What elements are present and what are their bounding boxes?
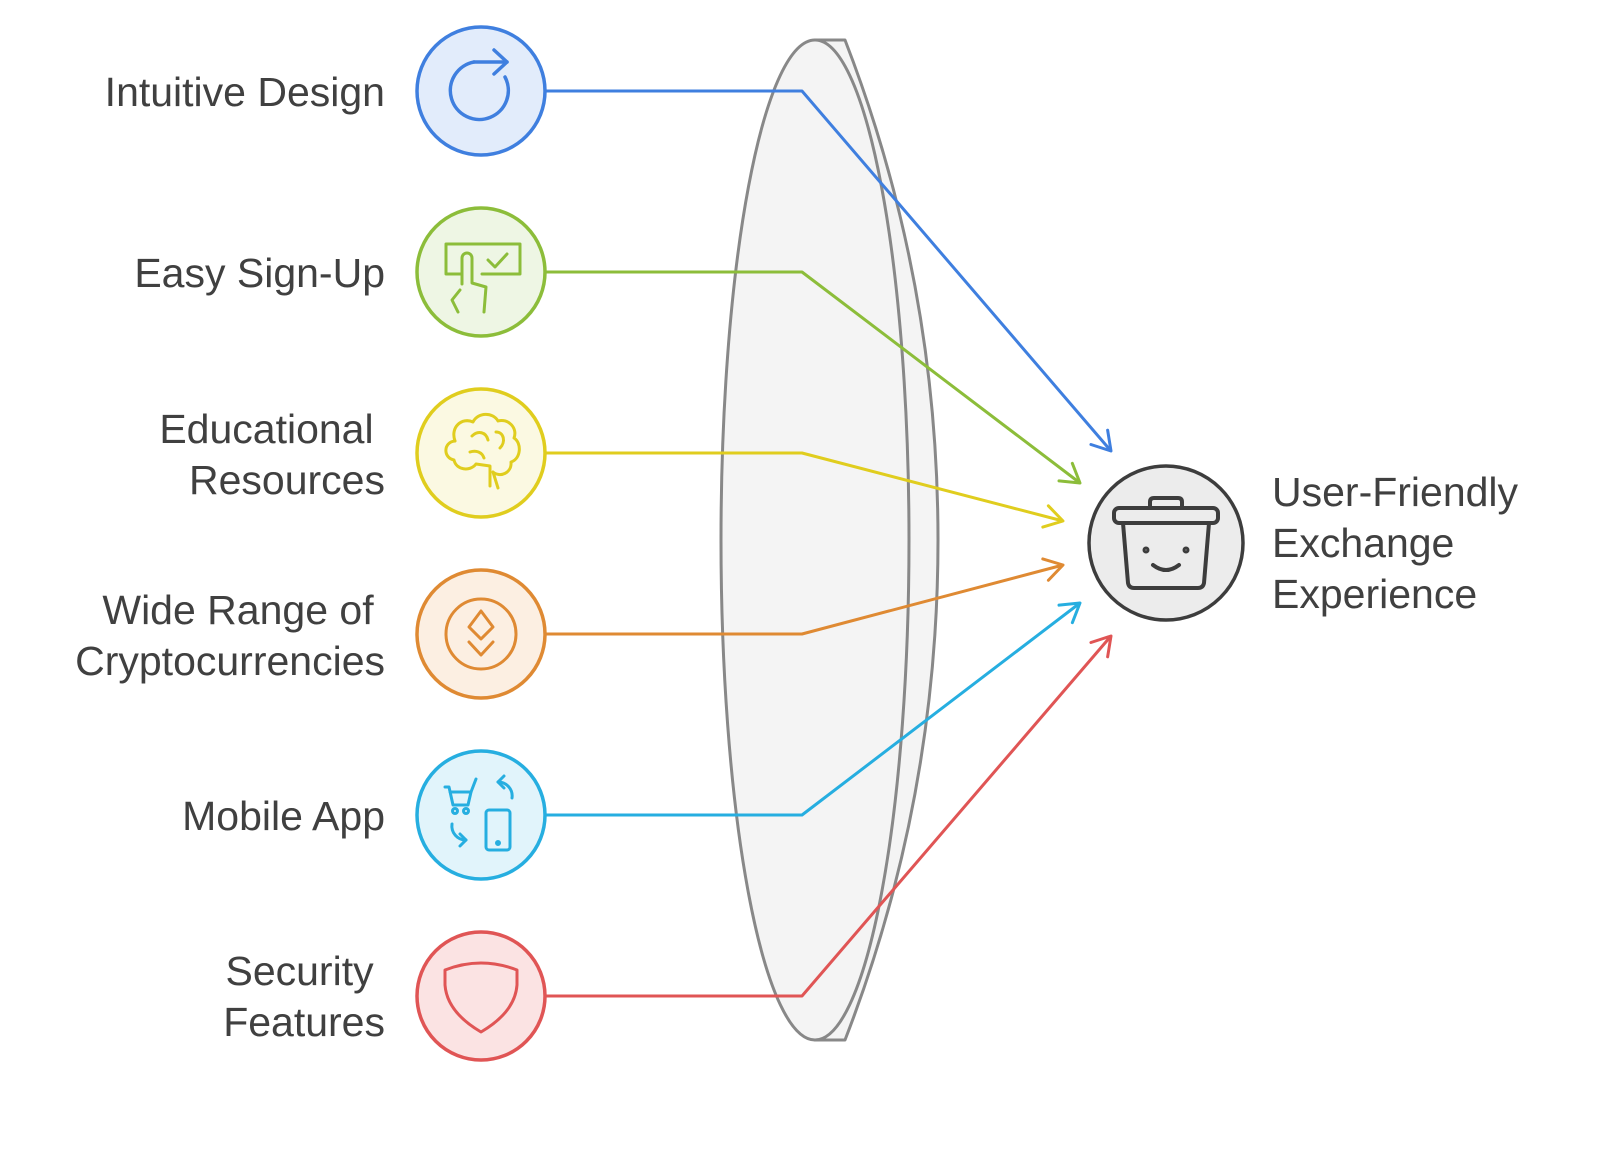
arrowhead: [1057, 601, 1082, 625]
ethereum-coin-icon: [444, 597, 518, 671]
label-educational-resources: Educational Resources: [159, 406, 385, 503]
arrowhead: [1057, 461, 1082, 485]
connector-line: [545, 601, 1081, 817]
connector-line: [545, 270, 1081, 485]
lens-disc: [719, 38, 940, 1042]
connector-group: [545, 89, 1113, 998]
lens-front-face: [719, 38, 911, 1042]
connector-line: [545, 563, 1064, 636]
output-circle: [1087, 464, 1245, 622]
label-user-friendly-exchange-experience: User-Friendly Exchange Experience: [1272, 469, 1529, 617]
node-educational-resources[interactable]: Educational Resources: [159, 387, 547, 519]
arrowhead: [1089, 634, 1113, 659]
arrowhead: [1089, 428, 1113, 453]
node-easy-sign-up[interactable]: Easy Sign-Up: [134, 206, 547, 338]
arrowhead: [1041, 504, 1065, 529]
refresh-icon: [448, 48, 511, 122]
node-mobile-app[interactable]: Mobile App: [182, 749, 547, 881]
node-user-friendly-exchange-experience[interactable]: User-Friendly Exchange Experience: [1087, 464, 1529, 622]
node-circle: [415, 930, 547, 1062]
node-wide-range-of-cryptocurrencies[interactable]: Wide Range of Cryptocurrencies: [75, 568, 547, 700]
smiling-basket-icon: [1112, 496, 1220, 590]
label-mobile-app: Mobile App: [182, 793, 385, 839]
node-security-features[interactable]: Security Features: [223, 930, 547, 1062]
connector-line: [545, 635, 1113, 998]
node-circle: [415, 25, 547, 157]
arrowhead: [1041, 557, 1065, 582]
input-nodes: Intuitive Design Easy Sign-Up: [75, 25, 547, 1062]
label-intuitive-design: Intuitive Design: [105, 69, 385, 115]
node-circle: [415, 206, 547, 338]
node-circle: [415, 749, 547, 881]
connector-line: [545, 451, 1064, 523]
node-circle: [415, 568, 547, 700]
label-wide-range-of-cryptocurrencies: Wide Range of Cryptocurrencies: [75, 587, 385, 684]
connector-line: [545, 89, 1113, 452]
cart-phone-exchange-icon: [443, 774, 514, 852]
touch-checkbox-icon: [444, 242, 522, 314]
brain-icon: [444, 412, 521, 490]
shield-icon: [443, 961, 519, 1034]
label-security-features: Security Features: [223, 948, 385, 1045]
label-easy-sign-up: Easy Sign-Up: [134, 250, 385, 296]
node-intuitive-design[interactable]: Intuitive Design: [105, 25, 547, 157]
